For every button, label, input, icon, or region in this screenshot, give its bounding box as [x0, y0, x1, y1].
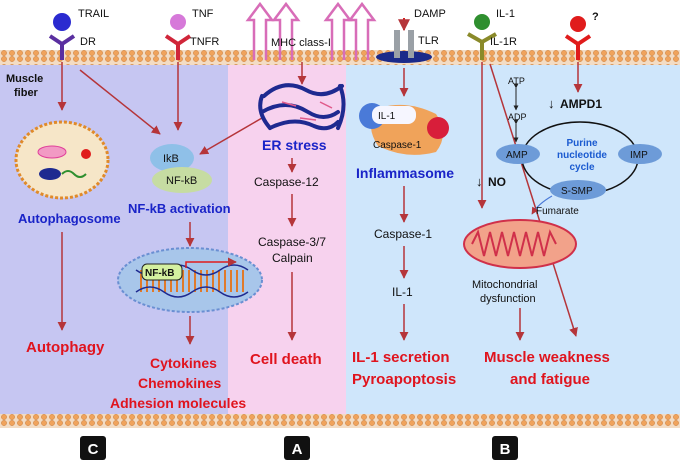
nfkb-activation-label: NF-kB activation	[128, 201, 231, 216]
nfkb-node	[152, 167, 212, 193]
purine-label-1: Purine	[566, 138, 598, 149]
tnf-label: TNF	[192, 8, 214, 20]
mitochondrion-icon	[463, 219, 577, 269]
panel-b-tag-label: B	[500, 441, 511, 458]
calpain-label: Calpain	[272, 251, 313, 265]
nucleus-dna-icon	[117, 247, 263, 313]
atp-label: ATP	[508, 76, 525, 86]
bottom-membrane	[0, 414, 680, 428]
inflammasome-caspase1-label: Caspase-1	[373, 140, 422, 151]
tlr-label: TLR	[418, 35, 439, 47]
il1r-label: IL-1R	[490, 36, 517, 48]
tlr-receptor	[376, 18, 432, 63]
tnf-tnfr-receptor	[164, 14, 192, 60]
trail-dr-receptor	[48, 13, 76, 60]
cytokines-label: Cytokines	[150, 355, 217, 371]
mhc-class-i-icon	[245, 1, 377, 60]
panel-c-tag-label: C	[88, 441, 99, 458]
cell-death-label: Cell death	[250, 351, 322, 368]
amp-node	[496, 144, 540, 164]
ssmp-node	[550, 180, 606, 200]
ikb-node	[150, 144, 194, 172]
er-stress-label: ER stress	[262, 137, 327, 153]
panel-c-tag	[80, 436, 106, 460]
imp-node	[618, 144, 662, 164]
er-fill	[281, 101, 333, 121]
caspase-1-label: Caspase-1	[374, 227, 432, 241]
purine-label-3: cycle	[569, 162, 594, 173]
no-label: NO	[488, 175, 506, 189]
fumarate-label: Fumarate	[536, 206, 579, 217]
dna-nfkb-label: NF-kB	[145, 268, 174, 279]
inflammasome-label: Inflammasome	[356, 165, 454, 181]
trail-label: TRAIL	[78, 8, 109, 20]
il1-secretion-label: IL-1 secretion	[352, 349, 450, 366]
caspase-12-label: Caspase-12	[254, 175, 319, 189]
panel-a-tag-label: A	[292, 441, 303, 458]
amp-label: AMP	[506, 150, 528, 161]
mito-label-1: Mitochondrial	[472, 279, 537, 291]
fiber-label: fiber	[14, 87, 39, 99]
adhesion-label: Adhesion molecules	[110, 395, 246, 411]
ampd1-label: AMPD1	[560, 97, 602, 111]
no-arrow: ↓	[476, 174, 483, 189]
nfkb-label: NF-kB	[166, 175, 197, 187]
purine-label-2: nucleotide	[557, 150, 607, 161]
muscle-label: Muscle	[6, 73, 43, 85]
unknown-label: ?	[592, 11, 599, 23]
il1-receptor	[467, 14, 497, 60]
autophagosome-label: Autophagosome	[18, 211, 121, 226]
caspase-37-label: Caspase-3/7	[258, 235, 326, 249]
weakness-label-1: Muscle weakness	[484, 349, 610, 366]
il1-label: IL-1	[392, 285, 413, 299]
ampd1-arrow: ↓	[548, 96, 555, 111]
autophagosome-icon	[14, 120, 110, 200]
dr-label: DR	[80, 36, 96, 48]
mito-label-2: dysfunction	[480, 293, 536, 305]
er-icon	[258, 83, 346, 131]
ssmp-label: S-SMP	[561, 186, 593, 197]
panel-a-tag	[284, 436, 310, 460]
pyroapoptosis-label: Pyroapoptosis	[352, 371, 456, 388]
weakness-label-2: and fatigue	[510, 371, 590, 388]
tnfr-label: TNFR	[190, 36, 219, 48]
inflammasome-icon	[359, 103, 449, 155]
il1-ligand-label: IL-1	[496, 8, 515, 20]
panel-b-tag	[492, 436, 518, 460]
chemokines-label: Chemokines	[138, 375, 221, 391]
adp-label: ADP	[508, 112, 527, 122]
inflammasome-il1-label: IL-1	[378, 111, 396, 122]
autophagy-label: Autophagy	[26, 339, 105, 356]
mhc-label: MHC class-I	[271, 37, 331, 49]
ikb-label: IkB	[163, 153, 179, 165]
damp-label: DAMP	[414, 8, 446, 20]
unknown-receptor	[564, 16, 592, 60]
imp-label: IMP	[630, 150, 648, 161]
top-membrane	[0, 50, 680, 65]
